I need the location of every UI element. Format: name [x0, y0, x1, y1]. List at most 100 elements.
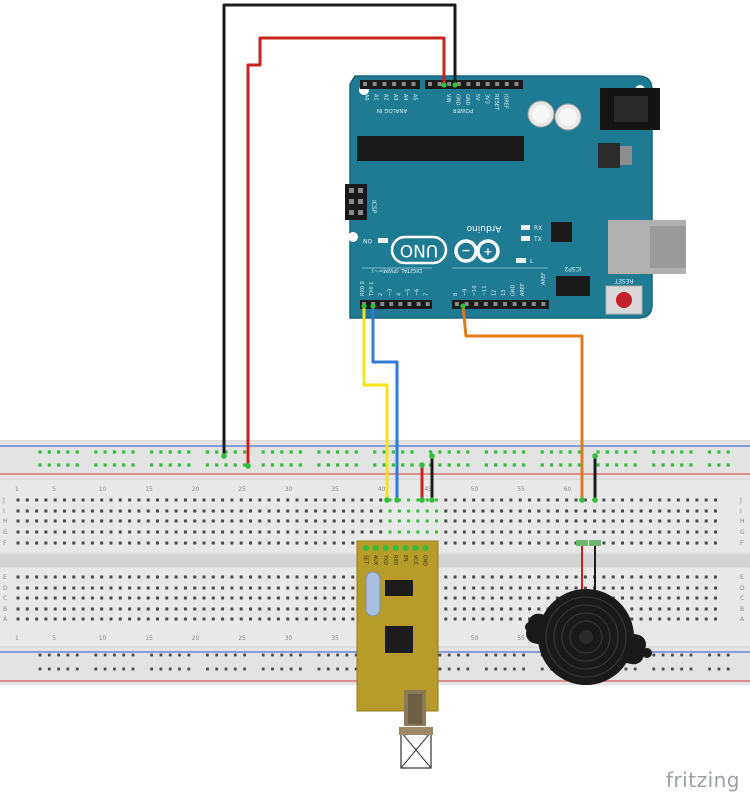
breadboard-hole[interactable]	[72, 586, 76, 590]
rail-hole[interactable]	[568, 463, 572, 467]
power-pin[interactable]	[514, 82, 519, 86]
rail-hole[interactable]	[280, 667, 284, 671]
breadboard-hole[interactable]	[630, 617, 634, 621]
breadboard-hole[interactable]	[397, 509, 401, 513]
breadboard-hole[interactable]	[500, 519, 504, 523]
breadboard-hole[interactable]	[193, 617, 197, 621]
breadboard-hole[interactable]	[267, 607, 271, 611]
breadboard-hole[interactable]	[593, 519, 597, 523]
breadboard-hole[interactable]	[518, 575, 522, 579]
rail-hole[interactable]	[522, 463, 526, 467]
breadboard-hole[interactable]	[714, 498, 717, 502]
breadboard-hole[interactable]	[286, 617, 290, 621]
rail-hole[interactable]	[615, 463, 619, 467]
breadboard-hole[interactable]	[407, 498, 411, 502]
rail-hole[interactable]	[131, 450, 135, 454]
breadboard-hole[interactable]	[128, 586, 132, 590]
breadboard-hole[interactable]	[565, 541, 569, 545]
breadboard-hole[interactable]	[537, 530, 541, 534]
rail-hole[interactable]	[689, 450, 693, 454]
rail-hole[interactable]	[484, 450, 488, 454]
rail-hole[interactable]	[503, 463, 507, 467]
breadboard-hole[interactable]	[472, 509, 476, 513]
breadboard-hole[interactable]	[276, 530, 280, 534]
breadboard-hole[interactable]	[695, 498, 699, 502]
breadboard-hole[interactable]	[239, 575, 243, 579]
breadboard-hole[interactable]	[481, 519, 485, 523]
breadboard-hole[interactable]	[267, 541, 271, 545]
breadboard-hole[interactable]	[118, 541, 122, 545]
rail-hole[interactable]	[354, 667, 358, 671]
breadboard-hole[interactable]	[35, 607, 39, 611]
breadboard-hole[interactable]	[639, 498, 643, 502]
breadboard-hole[interactable]	[165, 530, 169, 534]
rail-hole[interactable]	[456, 463, 461, 467]
breadboard-hole[interactable]	[146, 607, 150, 611]
breadboard-hole[interactable]	[518, 607, 522, 611]
breadboard-hole[interactable]	[314, 530, 318, 534]
rail-hole[interactable]	[261, 653, 265, 657]
breadboard-hole[interactable]	[714, 617, 717, 621]
digital-pin[interactable]	[512, 302, 517, 306]
rail-hole[interactable]	[187, 450, 191, 454]
breadboard-hole[interactable]	[453, 509, 457, 513]
breadboard-hole[interactable]	[342, 607, 345, 611]
rail-hole[interactable]	[168, 667, 172, 671]
rail-hole[interactable]	[466, 463, 470, 467]
breadboard-hole[interactable]	[342, 575, 345, 579]
breadboard-hole[interactable]	[239, 530, 243, 534]
breadboard-hole[interactable]	[583, 509, 587, 513]
breadboard-hole[interactable]	[35, 596, 39, 600]
rail-hole[interactable]	[512, 463, 516, 467]
breadboard-hole[interactable]	[509, 519, 513, 523]
breadboard-hole[interactable]	[165, 586, 169, 590]
rail-hole[interactable]	[168, 450, 172, 454]
breadboard-hole[interactable]	[667, 519, 671, 523]
rail-hole[interactable]	[605, 450, 609, 454]
breadboard-hole[interactable]	[444, 498, 448, 502]
breadboard-hole[interactable]	[221, 509, 225, 513]
icsp-pin[interactable]	[349, 199, 354, 204]
rail-hole[interactable]	[122, 653, 126, 657]
breadboard-hole[interactable]	[509, 617, 513, 621]
breadboard-hole[interactable]	[462, 586, 466, 590]
breadboard-hole[interactable]	[546, 541, 550, 545]
breadboard-hole[interactable]	[44, 498, 48, 502]
breadboard-hole[interactable]	[639, 519, 643, 523]
module-pin[interactable]	[422, 545, 429, 551]
breadboard-hole[interactable]	[518, 541, 522, 545]
rail-hole[interactable]	[75, 450, 79, 454]
breadboard-hole[interactable]	[183, 607, 187, 611]
rail-hole[interactable]	[680, 653, 684, 657]
breadboard-hole[interactable]	[332, 575, 336, 579]
breadboard-hole[interactable]	[295, 575, 299, 579]
breadboard-hole[interactable]	[462, 607, 466, 611]
breadboard-hole[interactable]	[369, 519, 373, 523]
breadboard-hole[interactable]	[704, 530, 708, 534]
breadboard-hole[interactable]	[16, 575, 20, 579]
breadboard-hole[interactable]	[109, 541, 113, 545]
breadboard-hole[interactable]	[183, 519, 187, 523]
breadboard-hole[interactable]	[165, 498, 169, 502]
breadboard-hole[interactable]	[81, 541, 85, 545]
breadboard-hole[interactable]	[72, 541, 76, 545]
breadboard-hole[interactable]	[593, 509, 597, 513]
rail-hole[interactable]	[224, 450, 228, 454]
breadboard-hole[interactable]	[100, 596, 104, 600]
breadboard-hole[interactable]	[537, 575, 541, 579]
rail-hole[interactable]	[75, 667, 79, 671]
rail-hole[interactable]	[457, 667, 460, 671]
rail-hole[interactable]	[540, 667, 544, 671]
rail-hole[interactable]	[494, 463, 498, 467]
breadboard-hole[interactable]	[16, 519, 20, 523]
breadboard-hole[interactable]	[295, 607, 299, 611]
breadboard-hole[interactable]	[695, 575, 699, 579]
breadboard-hole[interactable]	[258, 498, 262, 502]
rail-hole[interactable]	[680, 463, 684, 467]
breadboard-hole[interactable]	[63, 607, 66, 611]
breadboard-hole[interactable]	[611, 498, 615, 502]
breadboard-hole[interactable]	[630, 509, 634, 513]
breadboard-hole[interactable]	[602, 541, 606, 545]
rail-hole[interactable]	[652, 667, 656, 671]
breadboard-hole[interactable]	[304, 575, 308, 579]
